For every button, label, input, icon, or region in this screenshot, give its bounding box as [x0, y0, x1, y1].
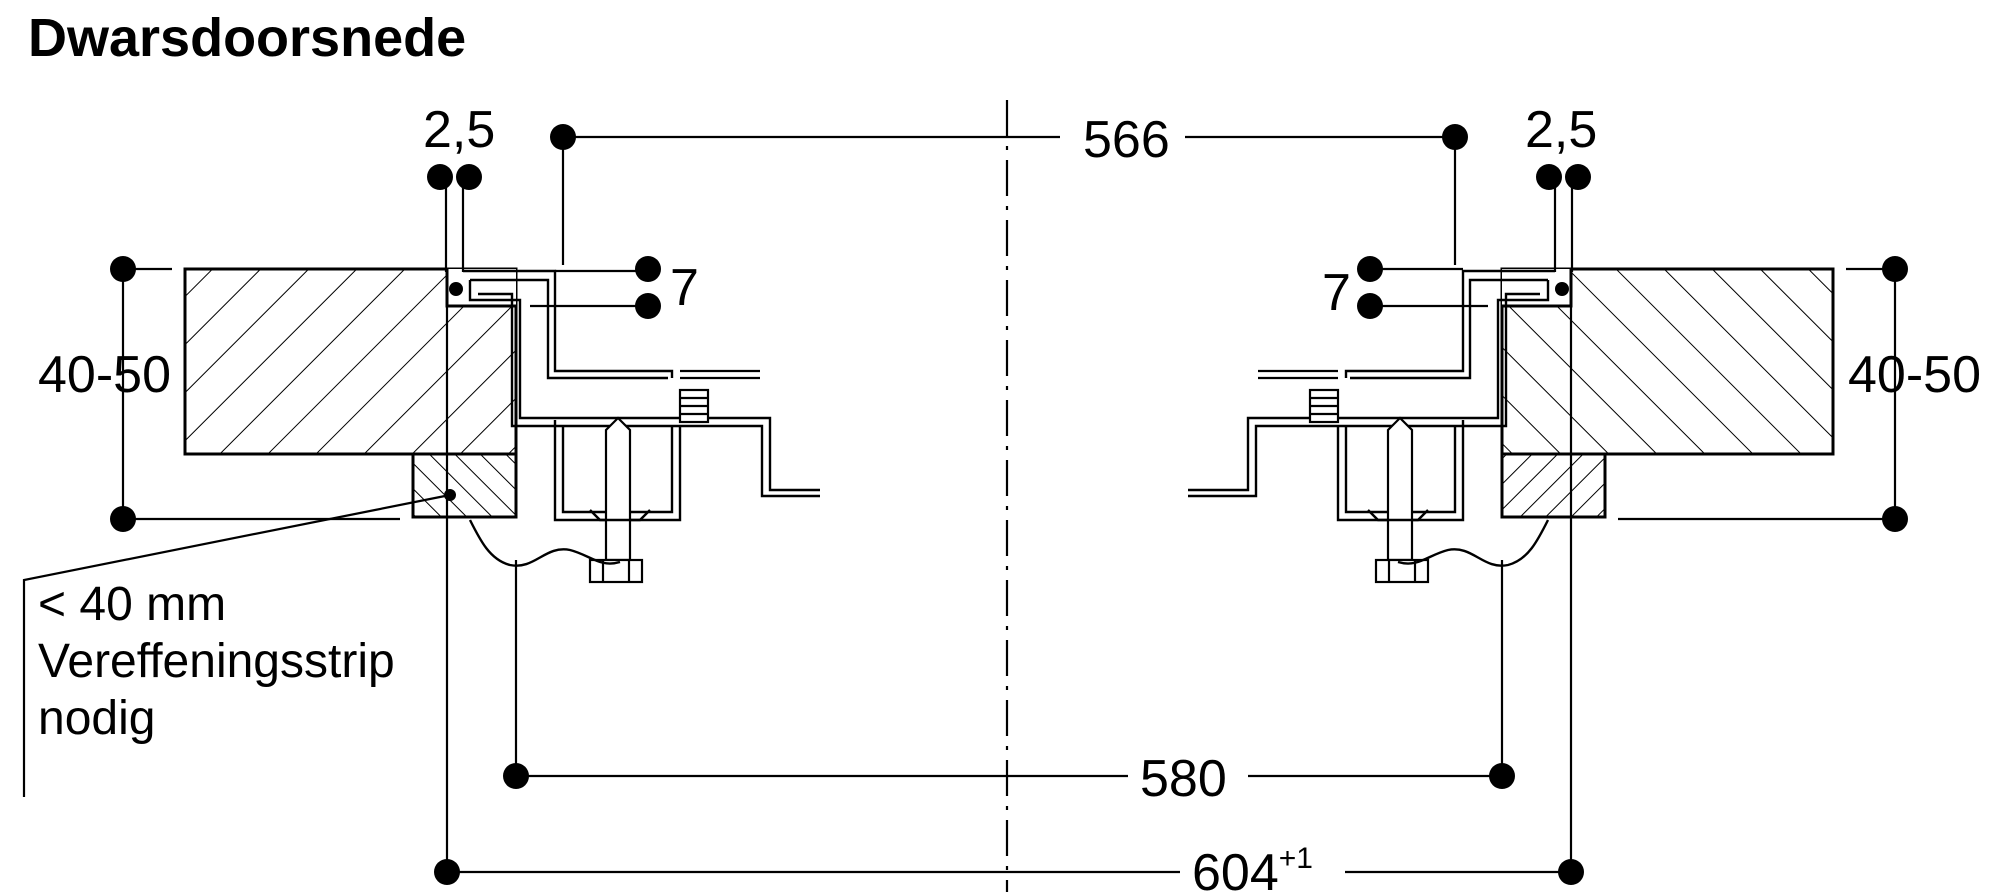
dimension-580 [503, 763, 1515, 789]
left-hob-frame [463, 269, 820, 584]
note-line-1: < 40 mm [38, 578, 226, 631]
right-dimensions [1357, 137, 1908, 872]
dim-point [1442, 124, 1468, 150]
left-worktop [183, 267, 518, 519]
dim-point [503, 763, 529, 789]
dim-point [449, 282, 463, 296]
dim-point [110, 256, 136, 282]
dim-point [456, 164, 482, 190]
dim-point [1882, 506, 1908, 532]
note-line-3: nodig [38, 692, 155, 745]
right-worktop [1500, 267, 1835, 519]
label-width-580: 580 [1140, 750, 1227, 808]
dim-point [1489, 763, 1515, 789]
label-width-604: 604+1 [1192, 842, 1313, 892]
label-depth-left: 7 [670, 259, 699, 317]
dim-point [444, 489, 456, 501]
dim-point [427, 164, 453, 190]
dim-point [1357, 293, 1383, 319]
label-gap-right: 2,5 [1525, 101, 1597, 159]
dim-point [1882, 256, 1908, 282]
left-dimensions [22, 137, 661, 872]
right-hob-frame [1188, 269, 1555, 584]
note-line-2: Vereffeningsstrip [38, 635, 395, 688]
dimension-566 [550, 124, 1468, 150]
dim-point [1565, 164, 1591, 190]
dim-point [1555, 282, 1569, 296]
label-gap-left: 2,5 [423, 101, 495, 159]
label-thickness-left: 40-50 [38, 346, 171, 404]
dim-point [434, 859, 460, 885]
dim-point [1536, 164, 1562, 190]
dim-point [635, 256, 661, 282]
label-thickness-right: 40-50 [1848, 346, 1981, 404]
dim-point [1558, 859, 1584, 885]
dimension-604 [434, 859, 1584, 885]
dim-point [1357, 256, 1383, 282]
label-depth-right: 7 [1322, 264, 1351, 322]
diagram-title: Dwarsdoorsnede [28, 8, 466, 68]
dim-point [635, 293, 661, 319]
label-width-566: 566 [1083, 111, 1170, 169]
dim-point [110, 506, 136, 532]
dim-point [550, 124, 576, 150]
